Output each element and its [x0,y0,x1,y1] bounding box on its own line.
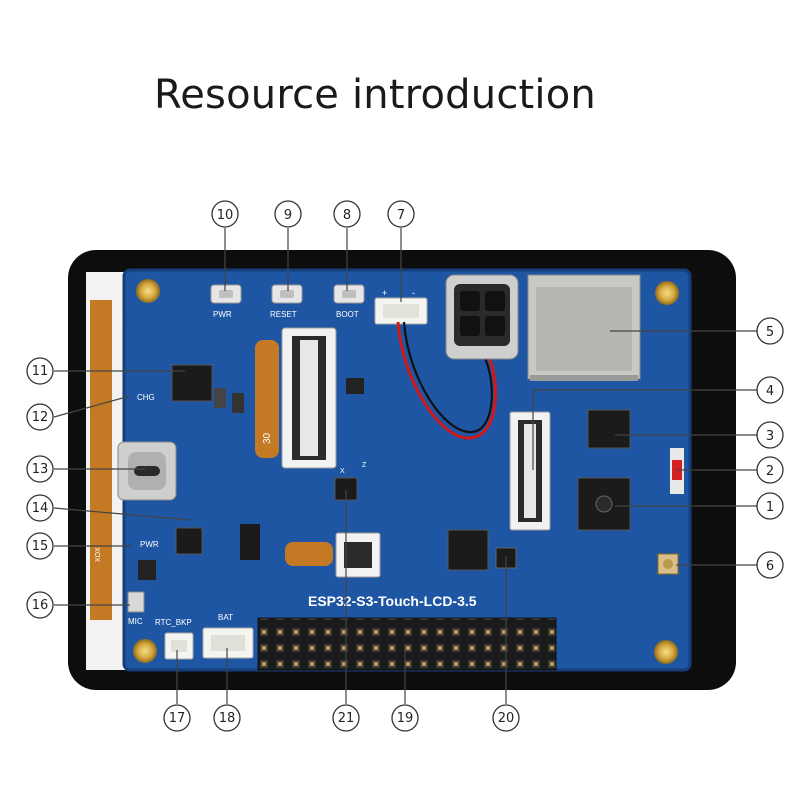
chip-near-20 [447,529,489,571]
callout-5: 5 [756,317,784,345]
svg-text:12: 12 [32,410,49,425]
callout-6: 6 [756,551,784,579]
mic-label: MIC [128,617,143,626]
leader-line [53,507,191,521]
svg-text:5: 5 [766,325,774,340]
callout-19: 19 [391,704,419,732]
callout-7: 7 [387,200,415,228]
chip-14 [175,527,203,555]
pwr-top-label: PWR [213,310,232,319]
svg-text:10: 10 [217,208,234,223]
fpc-tail [255,340,279,458]
mic [127,591,145,613]
callout-4: 4 [756,376,784,404]
svg-text:18: 18 [219,711,236,726]
svg-text:14: 14 [32,501,49,516]
small-chip [232,393,244,413]
board-name-label: ESP32-S3-Touch-LCD-3.5 [308,593,477,609]
callout-3: 3 [756,421,784,449]
svg-text:19: 19 [397,711,414,726]
callout-1: 1 [756,492,784,520]
leader-line [532,389,758,470]
reset-label: RESET [270,310,297,319]
mount-hole-tl [136,279,160,303]
pwr-side-label: PWR [140,540,159,549]
speaker-wire-red [396,321,497,440]
bat-label: BAT [218,613,233,622]
fpc-tail-small [285,542,333,566]
svg-text:7: 7 [397,208,405,223]
callout-11: 11 [26,357,54,385]
callout-21: 21 [332,704,360,732]
callout-18: 18 [213,704,241,732]
speaker-wire-black [402,321,493,434]
svg-text:X: X [340,468,345,475]
callout-12: 12 [26,403,54,431]
svg-text:16: 16 [32,598,49,613]
svg-text:15: 15 [32,539,49,554]
svg-text:9: 9 [284,208,292,223]
svg-text:13: 13 [32,462,49,477]
callout-10: 10 [211,200,239,228]
svg-text:+: + [382,288,387,298]
chip-3 [587,409,631,449]
callout-15: 15 [26,532,54,560]
svg-text:17: 17 [169,711,186,726]
callout-2: 2 [756,456,784,484]
small-chip [346,378,364,394]
small-chip [138,560,156,580]
fpc-cable [90,300,112,620]
callout-9: 9 [274,200,302,228]
callout-14: 14 [26,494,54,522]
svg-text:1: 1 [766,500,774,515]
svg-text:3: 3 [766,429,774,444]
svg-text:2: 2 [766,464,774,479]
boot-label: BOOT [336,310,359,319]
svg-text:21: 21 [338,711,355,726]
leader-lines [53,228,758,704]
svg-text:Z: Z [362,462,367,469]
leader-line [53,395,131,418]
fpc-30-label: 30 [262,432,273,444]
svg-text:20: 20 [498,711,515,726]
mount-hole-bl [133,639,157,663]
callout-8: 8 [333,200,361,228]
page-title: Resource introduction [154,72,596,118]
callout-13: 13 [26,455,54,483]
callout-16: 16 [26,591,54,619]
svg-text:8: 8 [343,208,351,223]
rtc-label: RTC_BKP [155,618,192,627]
gpio-header [257,617,557,671]
svg-text:-: - [412,288,415,298]
callout-17: 17 [163,704,191,732]
chg-label: CHG [137,393,155,402]
fpc-code-label: XOX [95,547,102,562]
mount-hole-tr [655,281,679,305]
svg-text:6: 6 [766,559,774,574]
svg-text:4: 4 [766,384,774,399]
svg-text:11: 11 [32,364,49,379]
small-chip [240,524,260,560]
mount-hole-br [654,640,678,664]
callout-20: 20 [492,704,520,732]
